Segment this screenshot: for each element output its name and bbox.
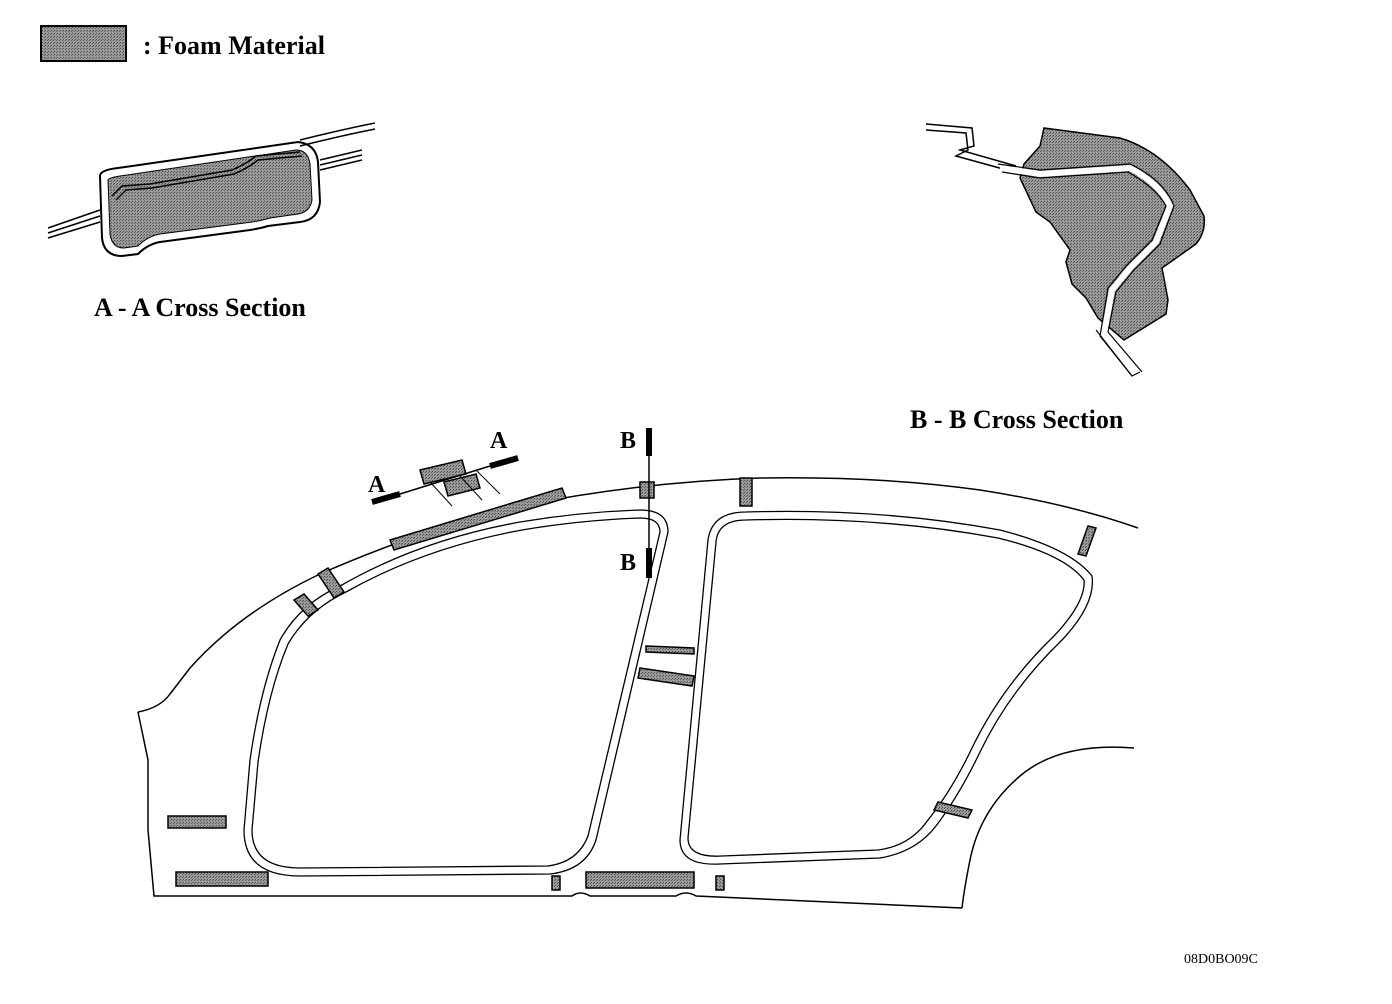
aa-guide-3: [475, 469, 501, 495]
foam-rocker-center: [585, 871, 695, 889]
foam-apillar-2: [292, 593, 320, 617]
bb-marker-top: B: [620, 428, 636, 454]
section-bb-title: B - B Cross Section: [910, 405, 1124, 434]
bb-inner-line-3: [1001, 171, 1167, 377]
foam-front-lower-2: [175, 871, 269, 887]
aa-marker-right: A: [490, 428, 508, 454]
foam-front-lower-1: [167, 815, 227, 829]
legend: : Foam Material: [40, 25, 325, 62]
front-door-opening-inner: [251, 517, 661, 869]
bb-foam-fill: [1019, 127, 1206, 341]
bb-inner-line-1: [999, 164, 1174, 376]
foam-rear-lower: [932, 801, 974, 819]
aa-flange-left-2: [47, 215, 101, 234]
aa-marker-left: A: [368, 472, 386, 498]
foam-bpillar-top: [639, 481, 655, 499]
foam-pieces: [167, 459, 1097, 891]
aa-inner-line-2: [115, 155, 303, 201]
foam-apillar-1: [316, 566, 346, 600]
aa-foam-fill: [107, 149, 313, 249]
aa-flange-right-1: [319, 149, 363, 161]
rear-door-opening-inner: [687, 518, 1085, 857]
bb-flange-top: [925, 123, 1017, 167]
aa-roof-line-upper: [299, 122, 376, 141]
aa-cut-marker-left: [371, 491, 401, 505]
aa-guide-1: [429, 481, 453, 507]
foam-roof-rail-long: [388, 487, 568, 551]
foam-rocker-post-1: [551, 875, 561, 891]
bb-flange-top-2: [925, 129, 1015, 173]
aa-flange-left-1: [47, 209, 101, 229]
aa-guide-2: [459, 475, 483, 501]
section-bb-drawing: [925, 123, 1206, 377]
figure-id: 08D0BO09C: [1184, 952, 1258, 967]
car-body: [137, 477, 1139, 909]
aa-inner-line: [111, 151, 301, 197]
rear-wheel-arch: [961, 746, 1135, 909]
foam-swatch: [40, 25, 127, 62]
foam-rocker-post-2: [715, 875, 725, 891]
bb-marker-bottom: B: [620, 550, 636, 576]
foam-aa-block-2: [443, 473, 481, 497]
aa-cut-marker-right: [489, 455, 519, 469]
foam-bpillar-mid-1: [645, 645, 695, 655]
front-lower-edge: [137, 711, 963, 909]
foam-bpillar-mid-2: [637, 667, 695, 687]
rear-door-opening-outer: [679, 510, 1094, 865]
aa-cut-line: [371, 455, 519, 507]
aa-rail-outer: [98, 140, 322, 258]
foam-rear-quarter: [1077, 525, 1097, 557]
aa-cut-thin: [399, 465, 491, 495]
foam-cpillar-top: [739, 477, 753, 507]
section-aa-title: A - A Cross Section: [94, 293, 306, 322]
bb-tail: [1095, 329, 1141, 377]
front-door-opening-outer: [243, 509, 669, 877]
aa-flange-left-3: [47, 221, 101, 239]
bb-inner-line-2: [997, 163, 1175, 373]
aa-flange-right-2: [319, 154, 363, 166]
aa-flange-right-3: [319, 159, 363, 171]
legend-label: : Foam Material: [143, 31, 325, 60]
section-aa-drawing: [47, 122, 376, 258]
